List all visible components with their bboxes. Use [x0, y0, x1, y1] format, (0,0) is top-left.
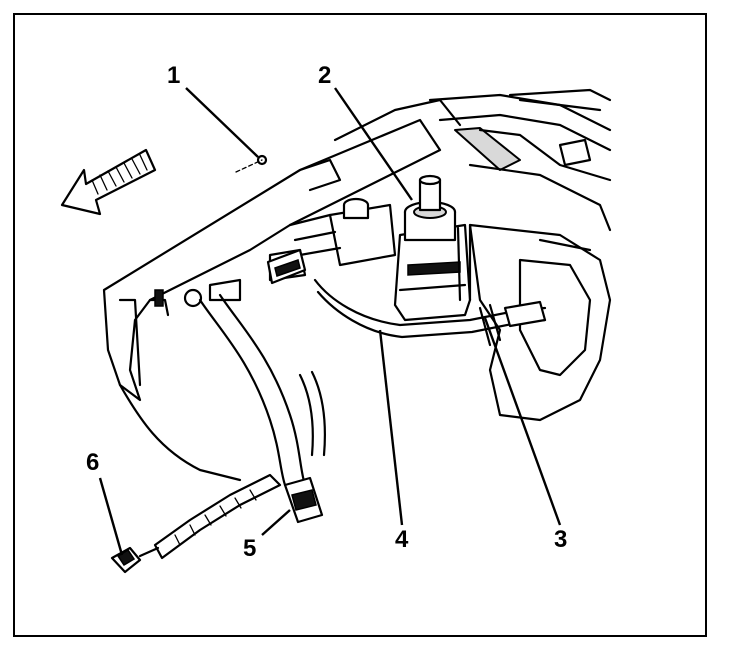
leader-1 [185, 87, 259, 158]
leader-4 [378, 329, 404, 526]
leader-2 [334, 87, 413, 201]
callout-5: 5 [243, 535, 257, 562]
accumulator-canister [393, 174, 472, 322]
connector-5 [283, 476, 324, 524]
cowl-panel [428, 88, 612, 232]
leader-3 [483, 317, 562, 526]
callout-6: 6 [86, 449, 100, 476]
callout-4: 4 [395, 526, 409, 553]
radiator-support [102, 98, 462, 402]
reservoir-bottle [288, 197, 397, 267]
callout-2: 2 [318, 62, 332, 89]
lower-hoses [118, 293, 326, 487]
mounting-bracket [256, 154, 307, 285]
connector-6 [110, 546, 160, 574]
leader-6 [98, 477, 124, 556]
ac-lines [313, 223, 547, 347]
leader-5 [261, 509, 291, 536]
callout-3: 3 [554, 526, 568, 553]
callout-leaders [98, 87, 562, 556]
callout-1: 1 [167, 62, 181, 89]
front-direction-arrow-icon [60, 148, 157, 216]
wire-harness [153, 473, 282, 560]
inner-fender [468, 223, 612, 422]
